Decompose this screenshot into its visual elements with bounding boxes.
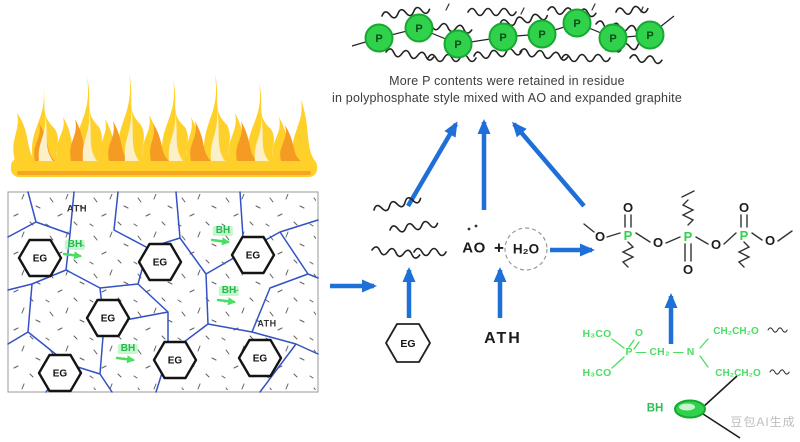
eg-label: EG [253,354,268,365]
watermark: 豆包AI生成 [730,415,796,429]
p-label: P [538,29,545,41]
eg-label: EG [153,258,168,269]
p-label: P [415,23,422,35]
ath-label-main: ATH [484,330,522,347]
bh-tag: BH [218,286,240,296]
p-label: P [646,30,653,42]
bh-tag: BH [64,240,86,250]
chain-cut-squiggles [767,327,790,375]
ao-label: AO [462,239,486,257]
o-atom: O [711,237,721,252]
bh-group-blob [674,375,741,439]
bh-tag: BH [212,226,234,236]
p-label: P [454,39,461,51]
ath-label-box-2: ATH [257,318,277,329]
flow-arrow [512,121,586,208]
eg-hexagon [152,340,198,380]
methoxy-bottom: H₃CO [582,366,612,379]
eg-hexagon [85,298,131,338]
ath-label-box-1: ATH [66,203,88,215]
eg-label: EG [101,314,116,325]
o-atom: O [739,200,749,215]
p-node [364,23,394,53]
plus-sign: + [494,238,504,258]
polyphosphate-structure: O P O P O P O O O O [583,190,793,277]
methoxy-top: H₃CO [582,327,612,340]
p-atom: P [684,229,693,244]
eg-label: EG [400,338,415,350]
flow-arrows [330,119,678,344]
ethoxy-top: CH₂CH₂O [713,326,759,337]
p-node [488,22,518,52]
p-nodes [364,8,665,59]
p-atom: P [624,228,633,243]
eg-hexagon [17,238,63,278]
p-node [598,23,628,53]
bh-legend-label: BH [646,402,664,415]
eg-hexagon [237,338,283,378]
p-node [635,20,665,50]
radical-dots [467,224,478,231]
o-atom: O [653,235,663,250]
ethoxy-bottom: CH₂CH₂O [715,368,761,379]
flame-illustration [11,73,317,177]
eg-hexagon-labels: EG EG EG EG EG EG EG [33,251,268,380]
p-node [562,8,592,38]
p-node [404,13,434,43]
eg-hexagon [37,353,83,393]
p-label: P [375,33,382,45]
eg-label: EG [246,251,261,262]
bh-tag: BH [117,344,139,354]
p-atom: P [740,228,749,243]
eg-hexagon [230,235,276,275]
h2o-label: H₂O [512,241,540,257]
residue-p-chain: P P P P P P P P [351,3,675,65]
p-node [443,29,473,59]
chain-squiggles [380,3,663,65]
caption-line-2: in polyphosphate style mixed with AO and… [331,90,683,105]
eg-label: EG [168,356,183,367]
p-label: P [609,33,616,45]
h2o-circle [504,227,548,271]
p-label: P [499,32,506,44]
p-node [527,19,557,49]
eg-hexagon [137,242,183,282]
flow-arrow [406,121,458,208]
bh-pointer-arrows [62,237,236,364]
o-atom: O [623,200,633,215]
eg-label: EG [33,254,48,265]
p-node-labels: P P P P P P P P [375,18,653,51]
o-atom: O [595,229,605,244]
char-layer-box: EG EG EG EG EG EG EG [7,191,319,393]
phosphoryl-oxygen: O [634,326,644,339]
p-label: P [573,18,580,30]
eg-hexagon-source [385,323,431,363]
o-atom: O [683,262,693,277]
eg-label: EG [53,369,68,380]
o-atom: O [765,233,775,248]
backbone-p-ch2-n: P — CH₂ — N [625,345,695,358]
molecule-bonds [611,338,709,369]
caption-line-1: More P contents were retained in residue [389,73,625,88]
eg-hexagons [17,235,283,393]
